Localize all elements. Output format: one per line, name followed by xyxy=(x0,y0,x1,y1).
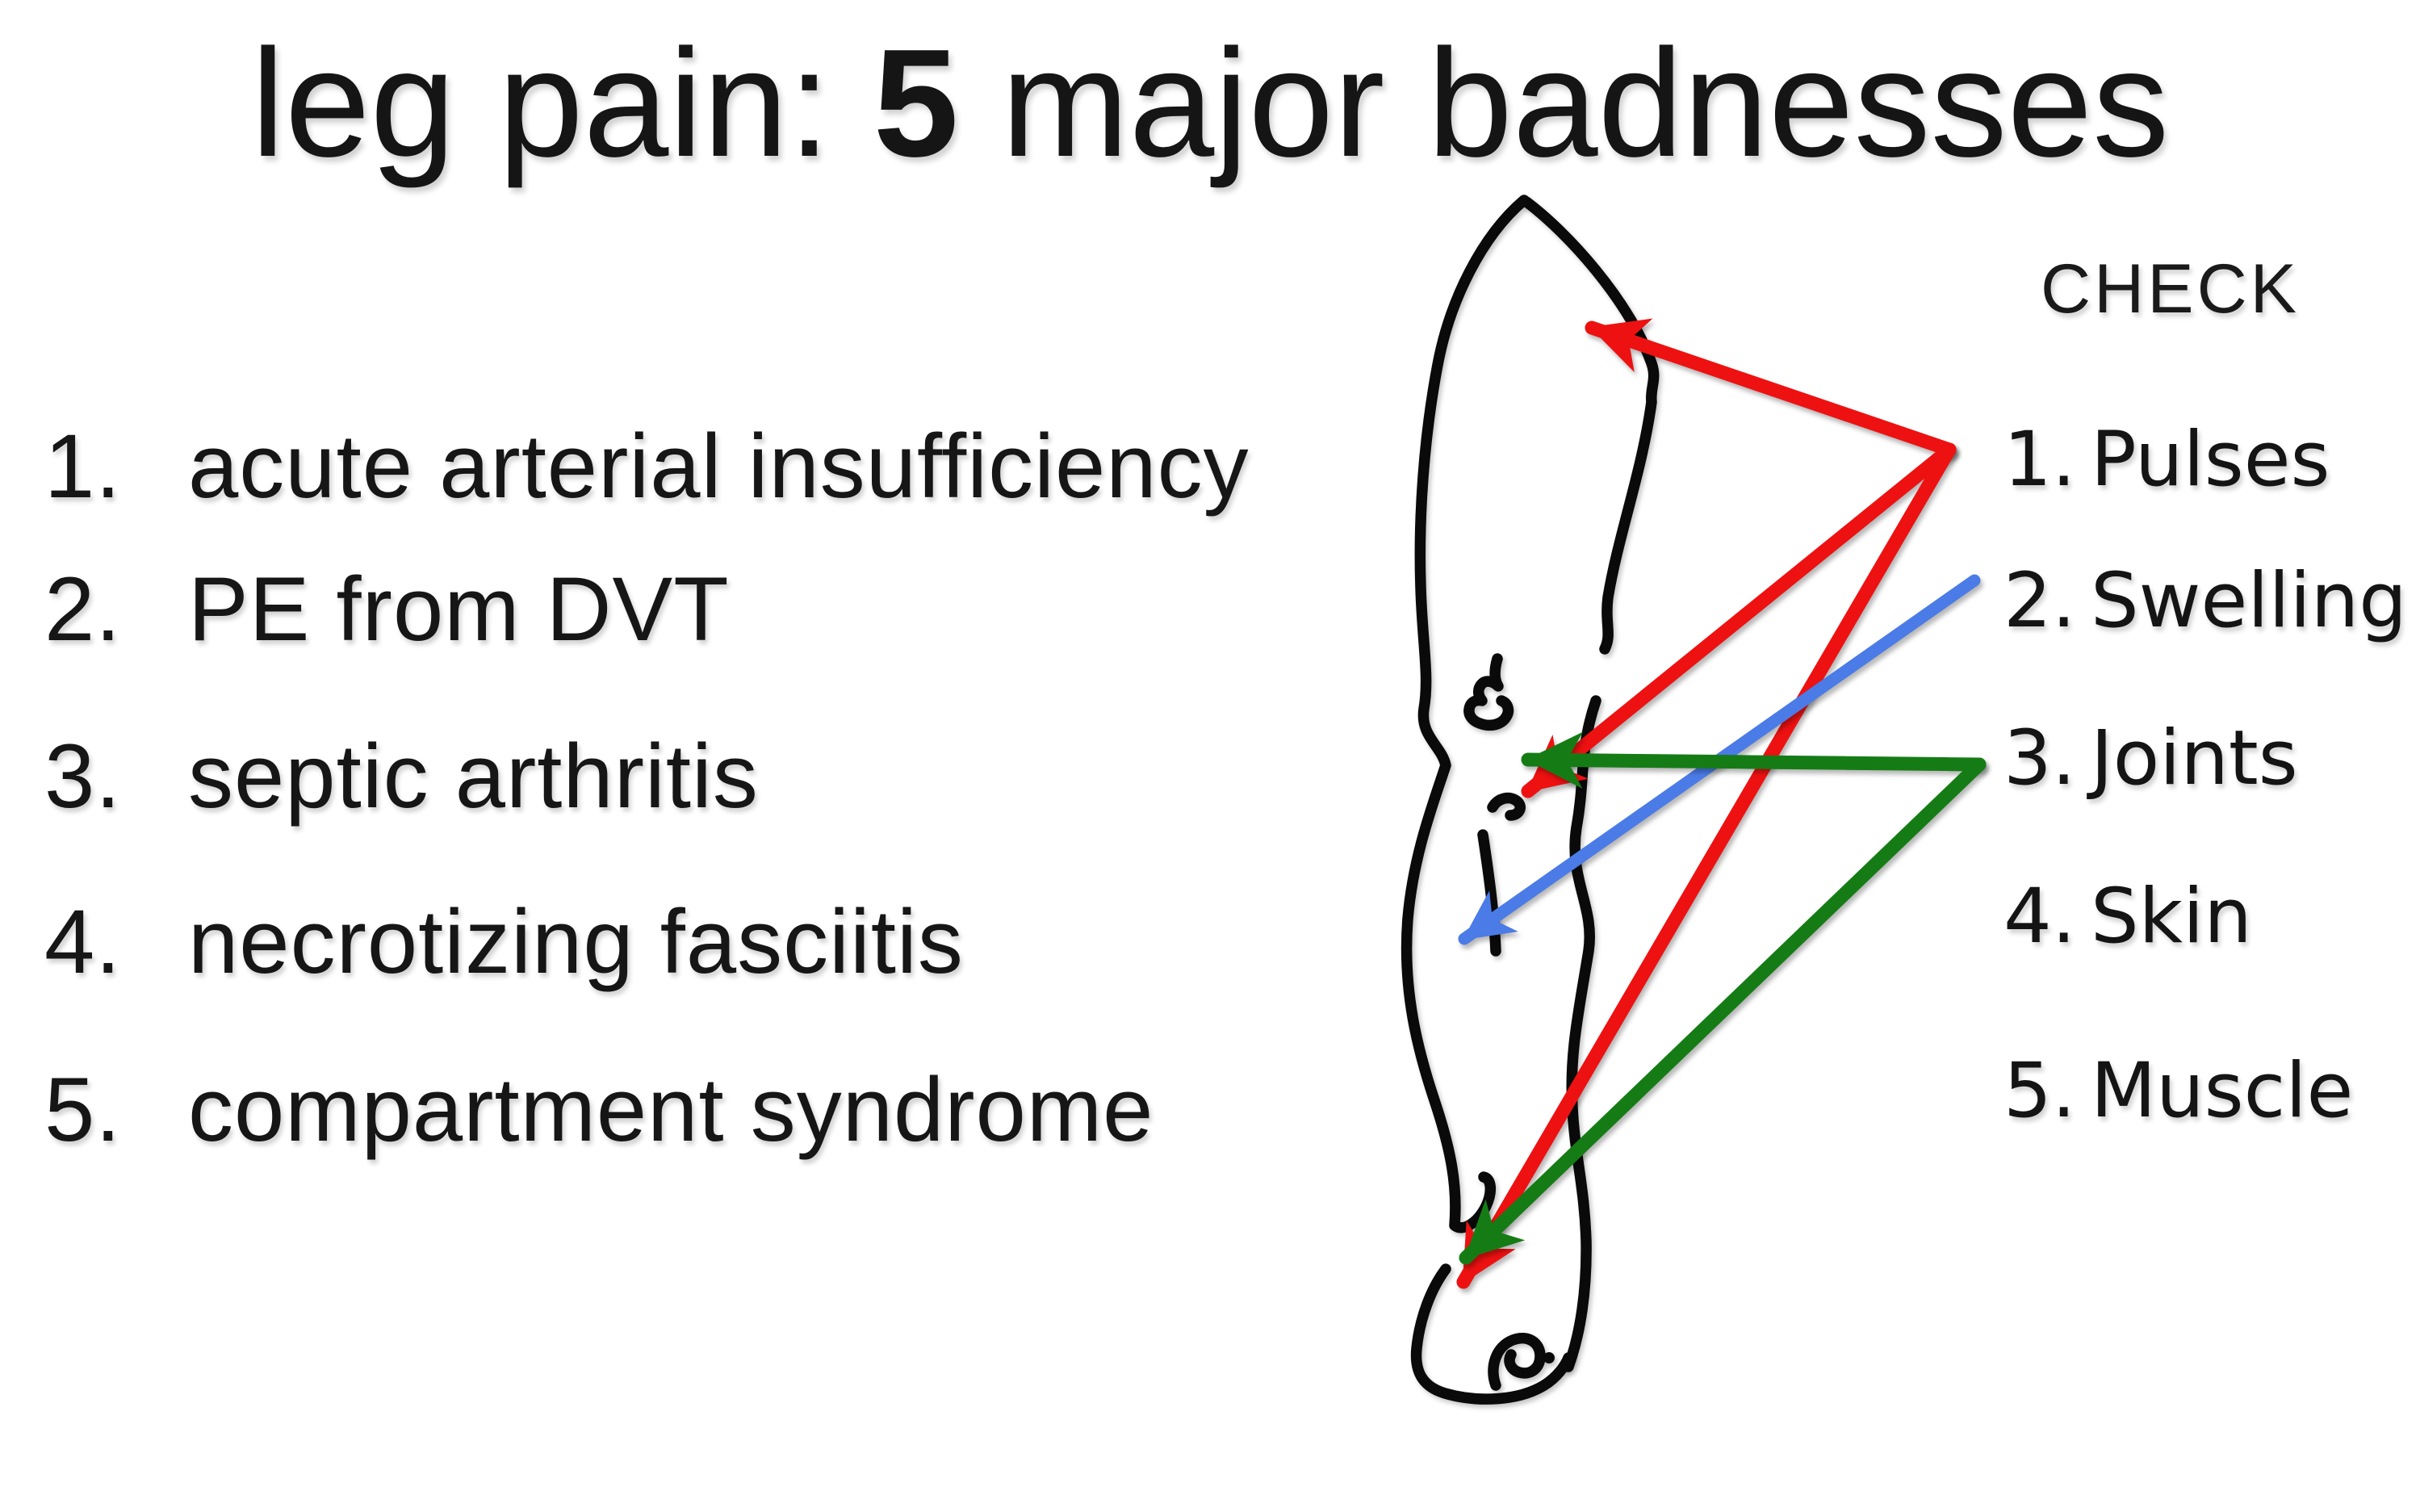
check-heading: CHECK xyxy=(2041,250,2301,328)
list-item-pe-from-dvt: 2. PE from DVT xyxy=(44,556,730,663)
arrow-layer xyxy=(1456,318,1987,1289)
leg-knee-scribble-line xyxy=(1463,653,1514,731)
item-label: necrotizing fasciitis xyxy=(188,891,964,992)
joints-arrow-ankle xyxy=(1459,757,1987,1265)
check-item-muscle: 5. Muscle xyxy=(2003,1043,2353,1140)
title-prefix: leg pain: xyxy=(250,18,873,189)
leg-left-outline-line xyxy=(1401,195,1530,1233)
item-number: 5. xyxy=(44,1059,122,1160)
title-suffix: major badnesses xyxy=(958,18,2170,189)
list-item-acute-arterial: 1. acute arterial insufficiency xyxy=(44,413,1250,520)
item-label: acute arterial insufficiency xyxy=(188,416,1250,517)
item-label: Skin xyxy=(2091,873,2252,961)
item-number: 2. xyxy=(44,559,122,660)
pulses-arrow-ankle xyxy=(1456,442,1957,1289)
leg-foot-outline-line xyxy=(1410,1263,1574,1405)
item-label: septic arthritis xyxy=(188,726,759,827)
leg-toe-dot xyxy=(1543,1352,1555,1363)
check-item-skin: 4. Skin xyxy=(2003,869,2252,965)
item-number: 5. xyxy=(2003,1047,2076,1135)
item-label: Pulses xyxy=(2091,416,2330,504)
item-number: 1. xyxy=(44,416,122,517)
item-number: 2. xyxy=(2003,557,2076,645)
item-number: 3. xyxy=(2003,714,2076,802)
item-number: 4. xyxy=(2003,873,2076,961)
leg-inner-calf-line xyxy=(1477,829,1501,957)
list-item-compartment-syndrome: 5. compartment syndrome xyxy=(44,1057,1153,1163)
item-label: Swelling xyxy=(2091,557,2407,645)
page-title: leg pain: 5 major badnesses xyxy=(0,18,2420,190)
leg-inner-knee-line xyxy=(1487,792,1526,821)
leg-shin-front-line xyxy=(1563,695,1601,1372)
item-number: 3. xyxy=(44,726,122,827)
item-label: PE from DVT xyxy=(188,559,730,660)
pulses-arrow-knee xyxy=(1521,442,1957,798)
list-item-necrotizing-fasciitis: 4. necrotizing fasciitis xyxy=(44,889,964,995)
leg-sketch-icon xyxy=(1401,195,1660,1405)
title-number: 5 xyxy=(873,18,959,189)
list-item-septic-arthritis: 3. septic arthritis xyxy=(44,723,759,830)
item-number: 1. xyxy=(2003,416,2076,504)
check-item-pulses: 1. Pulses xyxy=(2003,412,2330,509)
joints-arrow-knee xyxy=(1521,731,1987,789)
item-number: 4. xyxy=(44,891,122,992)
item-label: Joints xyxy=(2091,714,2298,802)
check-item-swelling: 2. Swelling xyxy=(2003,553,2407,650)
item-label: Muscle xyxy=(2091,1047,2354,1135)
leg-thigh-right-line xyxy=(1521,196,1660,655)
swelling-arrow-calf xyxy=(1458,574,1981,945)
pulses-arrow-groin xyxy=(1585,318,1957,457)
check-item-joints: 3. Joints xyxy=(2003,710,2298,807)
item-label: compartment syndrome xyxy=(188,1059,1154,1160)
leg-toe-curl-line xyxy=(1488,1333,1546,1391)
